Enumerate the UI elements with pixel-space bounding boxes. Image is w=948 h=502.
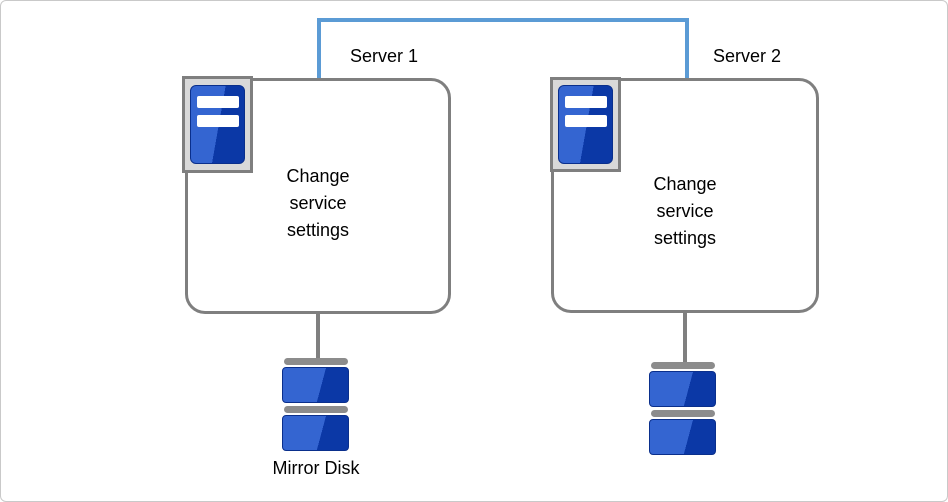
server-slot (196, 115, 239, 127)
server1-label: Server 1 (349, 46, 419, 66)
disk-cap (650, 410, 715, 417)
disk-platter (282, 367, 349, 403)
server2-server-icon (550, 77, 621, 172)
server-slot (196, 96, 239, 108)
server2-box: Change service settings (551, 78, 819, 313)
server2-label: Server 2 (712, 46, 782, 66)
server1-box-text: Change service settings (286, 166, 350, 240)
server-slot (564, 115, 607, 127)
server2-disk-connector (683, 313, 687, 364)
disk-cap (283, 406, 348, 413)
server1-disk-connector (316, 313, 320, 360)
disk-platter (649, 371, 716, 407)
server-icon (558, 85, 613, 164)
network-link-line (317, 18, 689, 78)
disk-cap (283, 358, 348, 365)
disk-cap (650, 362, 715, 369)
disk-platter (282, 415, 349, 451)
server1-disk-stack-icon (282, 358, 349, 454)
server2-disk-stack-icon (649, 362, 716, 458)
disk-platter (649, 419, 716, 455)
server2-box-text: Change service settings (653, 174, 717, 248)
server1-server-icon (182, 76, 253, 173)
server-icon (190, 85, 245, 164)
server-slot (564, 96, 607, 108)
mirror-disk-label: Mirror Disk (272, 458, 360, 478)
